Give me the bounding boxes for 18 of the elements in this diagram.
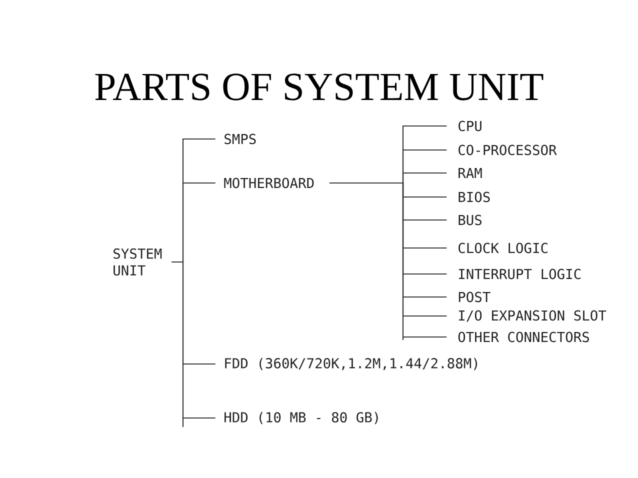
- tree-label: CO-PROCESSOR: [458, 144, 557, 156]
- tree-line: [171, 261, 216, 428]
- title: PARTS OF SYSTEM UNIT: [95, 74, 544, 100]
- tree-label: SMPS: [224, 134, 256, 144]
- tree-label: CPU: [458, 120, 482, 132]
- tree-label: BIOS: [458, 192, 490, 202]
- tree-label: SYSTEM UNIT: [114, 248, 162, 276]
- tree-label: OTHER CONNECTORS: [458, 332, 589, 342]
- tree-label: BUS: [458, 214, 482, 226]
- tree-label: POST: [458, 292, 490, 302]
- tree-label: RAM: [458, 168, 482, 178]
- tree-label: I/O EXPANSION SLOT: [458, 310, 606, 322]
- tree-label: CLOCK LOGIC: [458, 242, 548, 254]
- tree-label: INTERRUPT LOGIC: [458, 268, 581, 280]
- tree-label: HDD (10 MB - 80 GB): [224, 412, 378, 424]
- tree-line: [328, 182, 448, 341]
- tree-label: FDD (360K/720K,1.2M,1.44/2.88M): [225, 358, 478, 370]
- tree-label: MOTHERBOARD: [224, 178, 314, 188]
